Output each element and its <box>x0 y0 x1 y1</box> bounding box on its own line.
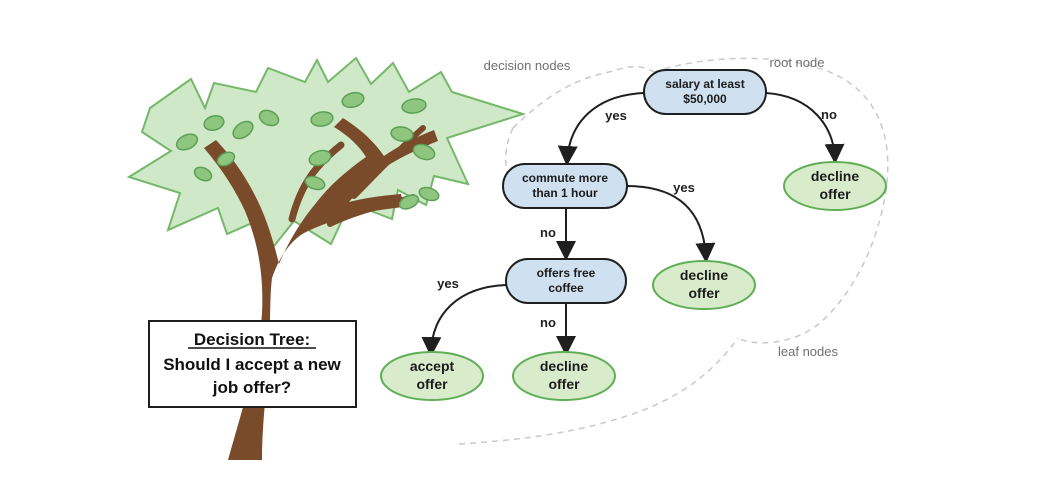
leaf <box>310 111 334 127</box>
tree-leaves <box>175 91 440 210</box>
leaf <box>193 166 213 182</box>
leaf <box>304 175 326 191</box>
leaf-node-decline-3: decline offer <box>512 351 616 401</box>
edge-coffee-yes <box>421 284 507 357</box>
title-line-1: Decision Tree: <box>194 330 310 349</box>
annotation-root-node: root node <box>770 55 825 70</box>
leaf-node-decline-2: decline offer <box>652 260 756 310</box>
edge-commute-yes <box>626 185 716 263</box>
decision-node-salary: salary at least $50,000 <box>643 69 767 115</box>
leaf <box>203 115 225 131</box>
leaf <box>216 151 236 167</box>
dashed-region-right <box>653 57 889 344</box>
edge-label-salary-yes: yes <box>605 108 627 123</box>
leaf-node-decline-2-line-1: decline <box>680 267 728 283</box>
dashed-region-top <box>512 65 655 129</box>
leaf <box>308 149 332 167</box>
dashed-region-bottom <box>458 337 739 445</box>
edge-label-commute-yes: yes <box>673 180 695 195</box>
edge-label-commute-no: no <box>540 225 556 240</box>
leaf-node-accept-line-2: offer <box>416 376 448 392</box>
leaf <box>418 186 440 202</box>
title-line-3: job offer? <box>212 378 291 397</box>
leaf <box>398 194 420 210</box>
leaf <box>390 126 414 142</box>
branch-left <box>210 142 243 196</box>
leaf-node-decline-2-line-2: offer <box>688 285 720 301</box>
branch-right-upper <box>351 125 426 199</box>
leaf <box>341 91 365 109</box>
leaf <box>258 109 280 127</box>
leaf-node-decline-1-line-2: offer <box>819 186 851 202</box>
title-box: Decision Tree: Should I accept a new job… <box>148 320 357 408</box>
leaf-node-accept-line-1: accept <box>410 358 455 374</box>
decision-node-salary-line-1: salary at least <box>665 77 744 91</box>
leaf-node-decline-3-line-1: decline <box>540 358 588 374</box>
edge-salary-no <box>765 92 845 164</box>
leaf <box>232 120 254 140</box>
annotation-decision-nodes: decision nodes <box>484 58 571 73</box>
decision-node-commute-line-2: than 1 hour <box>532 186 598 200</box>
annotation-leaf-nodes: leaf nodes <box>778 344 838 359</box>
decision-node-coffee-line-1: offers free <box>537 266 596 280</box>
edge-label-coffee-yes: yes <box>437 276 459 291</box>
decision-node-commute-line-1: commute more <box>522 171 608 185</box>
leaf-node-decline-3-line-2: offer <box>548 376 580 392</box>
decision-node-commute: commute more than 1 hour <box>502 163 628 209</box>
leaf-node-accept: accept offer <box>380 351 484 401</box>
leaf-node-decline-1: decline offer <box>783 161 887 211</box>
leaf <box>175 133 199 151</box>
decision-node-coffee: offers free coffee <box>505 258 627 304</box>
title-line-2: Should I accept a new <box>163 355 341 374</box>
leaf-node-decline-1-line-1: decline <box>811 168 859 184</box>
leaf <box>412 143 436 161</box>
leaf <box>401 98 427 114</box>
edge-label-coffee-no: no <box>540 315 556 330</box>
edge-salary-yes <box>557 92 645 166</box>
decision-node-coffee-line-2: coffee <box>548 281 584 295</box>
decision-node-salary-line-2: $50,000 <box>683 92 727 106</box>
edge-label-salary-no: no <box>821 107 837 122</box>
